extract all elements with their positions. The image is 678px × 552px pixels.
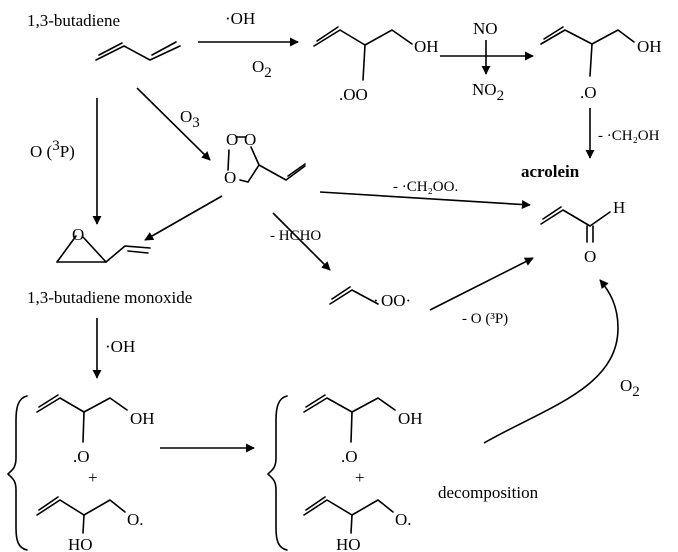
arrow-decomposition xyxy=(483,279,619,444)
left-alkoxy-structure xyxy=(36,394,128,443)
left-ho-label: HO xyxy=(68,535,93,552)
alkoxy-oh-label: OH xyxy=(637,37,662,56)
right-ho-label: HO xyxy=(336,535,361,552)
right-alkoxy-oh-label: OH xyxy=(398,409,423,428)
acrolein-structure xyxy=(540,206,611,243)
left-alkoxy-oh-label: OH xyxy=(130,409,155,428)
reagent-minus-ch2oo: - ·CH₂OO. xyxy=(393,179,458,195)
alkoxy-o-label: .O xyxy=(580,83,597,102)
right-alkoxy-o-label: .O xyxy=(341,447,358,466)
allyl-oo-label: OO· xyxy=(381,291,411,310)
reagent-oh-2: ·OH xyxy=(105,337,135,356)
peroxy-radical-structure xyxy=(313,26,413,81)
ozonide-structure xyxy=(227,136,306,183)
reagent-o3p: O (3P) xyxy=(30,138,75,161)
right-brace xyxy=(267,395,288,551)
ozonide-o1-label: O xyxy=(226,130,238,149)
epoxide-o-label: O xyxy=(72,225,84,244)
acrolein-label: acrolein xyxy=(521,162,580,181)
acrolein-h-label: H xyxy=(613,198,625,217)
right-plus: + xyxy=(355,468,365,487)
reagent-minus-hcho: - HCHO xyxy=(270,228,321,244)
peroxy-oh-label: OH xyxy=(414,37,439,56)
reagent-no: NO xyxy=(473,19,498,38)
arrow-minus-o3p xyxy=(429,257,534,311)
right-alkoxy-structure xyxy=(303,394,396,443)
peroxy-oo-label: .OO xyxy=(339,85,368,104)
arrow-minus-ch2oo xyxy=(319,191,531,209)
decomposition-label: decomposition xyxy=(438,483,539,502)
alkoxy-radical-structure xyxy=(540,26,635,77)
reagent-o2-1: O2 xyxy=(252,57,272,81)
reagent-minus-o3p: - O (³P) xyxy=(462,311,508,327)
reagent-o3: O3 xyxy=(180,107,200,131)
butadiene-label: 1,3-butadiene xyxy=(27,11,120,30)
left-alkoxy-o-label: .O xyxy=(73,447,90,466)
right-o-radical-label: O. xyxy=(395,510,412,529)
arrow-ozonolysis xyxy=(136,87,211,161)
arrow-ozonide-to-epoxide xyxy=(144,195,223,241)
acrolein-o-label: O xyxy=(584,247,596,266)
left-o-radical-label: O. xyxy=(127,510,144,529)
monoxide-label: 1,3-butadiene monoxide xyxy=(27,288,192,307)
reagent-oh-1: ·OH xyxy=(225,9,255,28)
reagent-o2-2: O2 xyxy=(620,376,640,400)
left-plus: + xyxy=(88,468,98,487)
allyl-radical-dot: · xyxy=(373,291,379,310)
left-brace xyxy=(7,395,28,551)
epoxide-structure xyxy=(56,235,151,263)
ozonide-o2-label: O xyxy=(244,130,256,149)
arrow-minus-hcho xyxy=(272,212,331,271)
ozonide-o3-label: O xyxy=(224,168,236,187)
left-hydroxy-structure xyxy=(36,496,126,534)
allyl-peroxy-structure xyxy=(329,286,379,305)
reagent-minus-ch2oh: - ·CH₂OH xyxy=(598,128,660,144)
butadiene-structure xyxy=(95,41,181,61)
right-hydroxy-structure xyxy=(303,496,394,534)
reagent-no2: NO2 xyxy=(472,80,504,104)
